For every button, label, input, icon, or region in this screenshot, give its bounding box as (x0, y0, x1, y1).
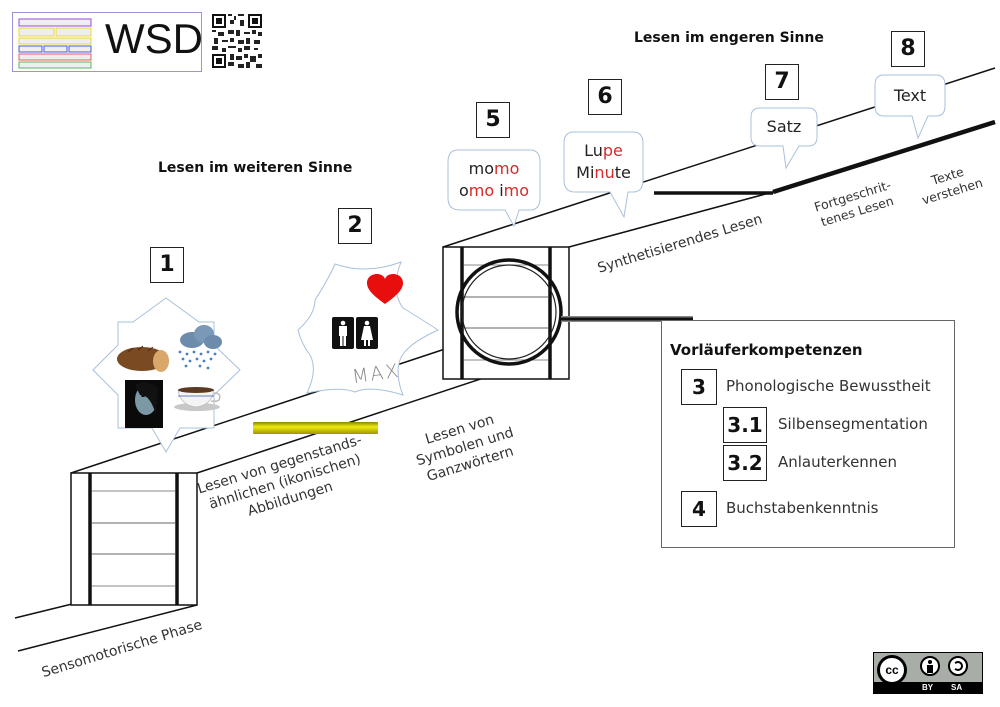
step4-front-edge (772, 119, 996, 195)
restroom-sign-icon (332, 317, 378, 349)
step3-front-edge (568, 191, 774, 248)
rain-cloud-icon (178, 325, 222, 370)
bubble-step-1 (92, 297, 241, 453)
sa-share-alike-icon (948, 656, 968, 676)
door-step-1 (70, 472, 198, 606)
bubble-step-5 (447, 149, 541, 228)
logo-text: WSD (105, 15, 203, 62)
precursor-label-3-2: Anlauterkennen (778, 453, 898, 471)
bubble-6-line-1: Lupe (584, 141, 623, 160)
step-number-2: 2 (338, 208, 372, 244)
step-number-6: 6 (588, 79, 622, 115)
bubble-6-line-2: Minute (576, 163, 631, 182)
coffee-cup-icon (174, 387, 221, 411)
heading-narrower-sense: Lesen im engeren Sinne (634, 30, 824, 46)
logo-diagram-icon (18, 18, 92, 69)
bubble-5-text: momo omo imo (448, 158, 540, 202)
cc-icon: cc (877, 655, 907, 685)
bubble-5-line-2: omo imo (458, 181, 530, 200)
precursor-number-3-2: 3.2 (723, 445, 767, 481)
bubble-step-8 (874, 74, 946, 140)
bubble-5-line-1: momo (468, 159, 520, 178)
license-strip (874, 682, 982, 693)
step1-back-edge (14, 603, 73, 619)
bread-icon (117, 345, 169, 372)
bubble-8-text: Text (893, 86, 927, 105)
precursor-number-3-1: 3.1 (723, 407, 767, 443)
wsd-logo: WSD (12, 12, 203, 72)
qr-code-icon (212, 14, 262, 68)
step-number-8: 8 (891, 31, 925, 67)
bubble-step-7 (750, 107, 818, 170)
bubble-6-text: Lupe Minute (564, 140, 643, 184)
precursor-label-3-1: Silbensegmentation (778, 415, 928, 433)
step-number-1: 1 (150, 247, 184, 283)
sa-label: SA (951, 683, 963, 692)
bubble-step-6 (563, 131, 644, 219)
step-number-7: 7 (765, 64, 799, 100)
cc-text: cc (885, 663, 899, 677)
step-number-5: 5 (476, 102, 510, 138)
by-attribution-icon (920, 656, 940, 676)
magnifier-icon (455, 258, 693, 366)
precursor-competencies-panel: Vorläuferkompetenzen 3 Phonologische Bew… (661, 320, 955, 548)
heart-icon (367, 274, 403, 304)
bubble-7-text: Satz (766, 117, 802, 136)
precursor-number-3: 3 (681, 369, 717, 405)
face-portrait-icon (125, 380, 163, 428)
yellow-marker-bar (253, 422, 378, 434)
step1-front-edge (17, 604, 198, 652)
cc-by-sa-license-badge[interactable]: cc BY SA (873, 652, 983, 694)
by-label: BY (922, 683, 934, 692)
precursor-title: Vorläuferkompetenzen (670, 341, 863, 359)
heading-wider-sense: Lesen im weiteren Sinne (158, 160, 353, 176)
precursor-number-4: 4 (681, 491, 717, 527)
door-step-2 (442, 246, 570, 380)
precursor-label-4: Buchstabenkenntnis (726, 499, 879, 517)
precursor-label-3: Phonologische Bewusstheit (726, 377, 931, 395)
